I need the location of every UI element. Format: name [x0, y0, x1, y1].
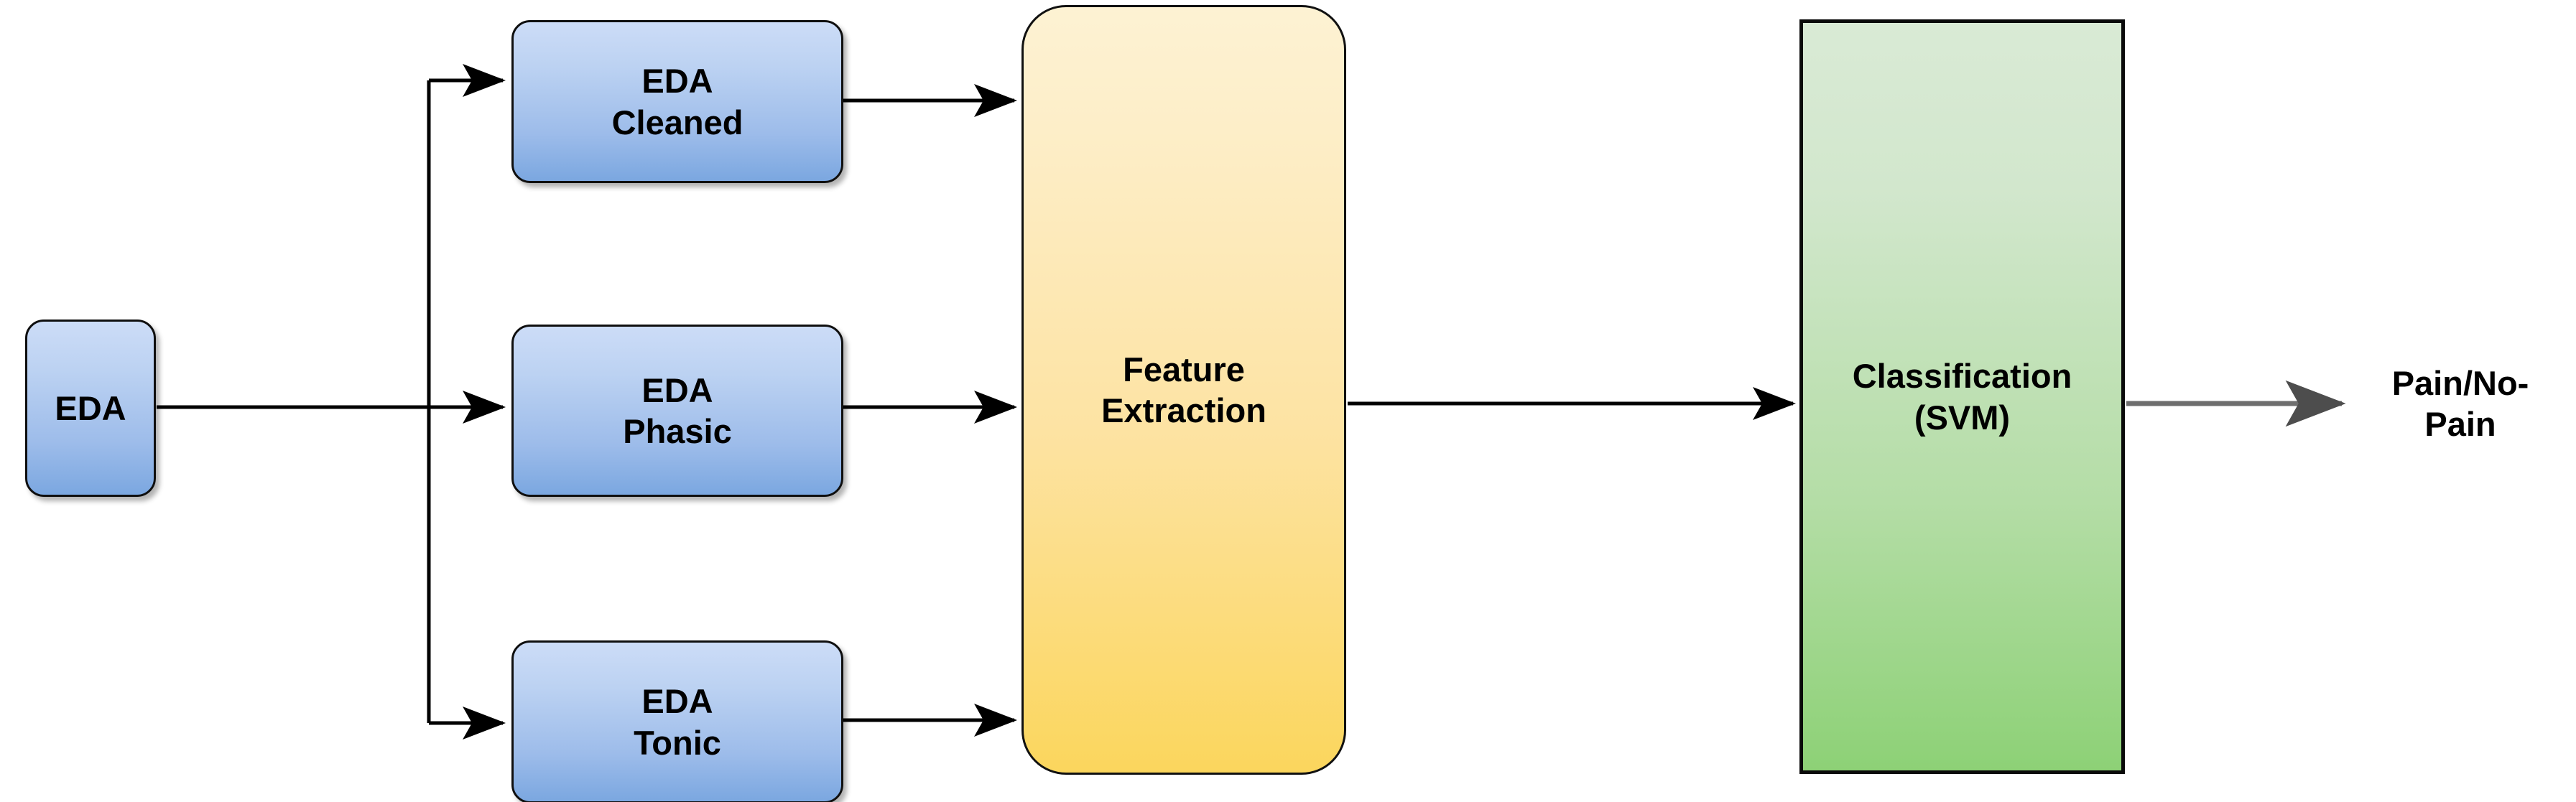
node-eda-source[interactable]: EDA: [25, 320, 156, 497]
node-feature-extraction[interactable]: Feature Extraction: [1021, 5, 1346, 775]
node-eda-phasic[interactable]: EDA Phasic: [511, 325, 843, 497]
node-eda-tonic[interactable]: EDA Tonic: [511, 640, 843, 802]
node-eda-cleaned[interactable]: EDA Cleaned: [511, 20, 843, 183]
node-classification[interactable]: Classification (SVM): [1799, 19, 2125, 774]
label-output-pain-no-pain: Pain/No- Pain: [2391, 364, 2529, 444]
edge-source-to-branch: [157, 80, 431, 723]
